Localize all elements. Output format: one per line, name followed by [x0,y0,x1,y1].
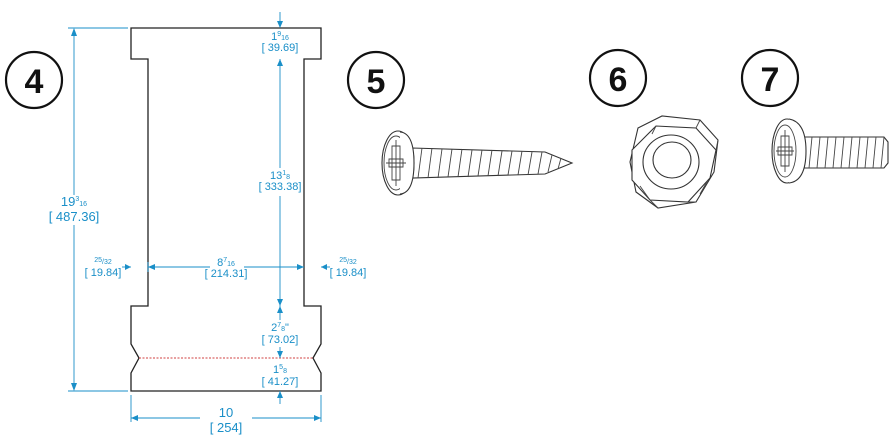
svg-text:10: 10 [219,405,233,420]
svg-text:[ 333.38]: [ 333.38] [259,181,302,193]
dim-base-lower: 158 [ 41.27] [262,364,299,404]
svg-text:25/32: 25/32 [94,257,112,266]
dim-overall-width: 10 [ 254] [130,395,322,435]
svg-text:4: 4 [25,63,44,101]
svg-text:[ 487.36]: [ 487.36] [49,209,100,224]
wood-screw-icon [381,130,574,196]
svg-text:8716: 8716 [217,257,235,269]
dim-inner-width: 8716 [ 214.31] [148,257,304,280]
svg-text:1318: 1318 [270,170,290,182]
svg-text:7: 7 [761,61,780,99]
svg-text:[ 41.27]: [ 41.27] [262,376,299,388]
callout-6: 6 [588,48,648,108]
svg-text:25/32: 25/32 [339,257,357,266]
callout-7: 7 [740,48,800,108]
svg-text:[ 19.84]: [ 19.84] [330,267,367,279]
svg-text:19316: 19316 [61,194,87,209]
svg-text:1916: 1916 [271,31,289,43]
svg-text:6: 6 [609,61,628,99]
svg-text:158: 158 [273,364,287,376]
dim-column-height: 1318 [ 333.38] [259,170,302,306]
callout-5: 5 [346,50,406,110]
svg-text:[ 73.02]: [ 73.02] [262,334,299,346]
svg-text:278": 278" [271,322,289,334]
dim-right-step: 25/32 [ 19.84] [321,257,366,279]
callout-4: 4 [4,50,64,110]
part-4-outline [130,27,322,392]
dim-top-flange: 1916 [ 39.69] [262,12,299,168]
hex-nut-icon [629,115,719,209]
svg-text:[ 39.69]: [ 39.69] [262,42,299,54]
svg-text:[ 19.84]: [ 19.84] [85,267,122,279]
dim-base-upper: 278" [ 73.02] [262,306,299,358]
svg-text:5: 5 [367,63,386,101]
machine-screw-icon [771,118,889,184]
dim-left-step: 25/32 [ 19.84] [85,257,149,279]
svg-text:[ 254]: [ 254] [210,420,243,435]
dim-overall-height: 19316 [ 487.36] [49,27,128,392]
svg-text:[ 214.31]: [ 214.31] [205,268,248,280]
